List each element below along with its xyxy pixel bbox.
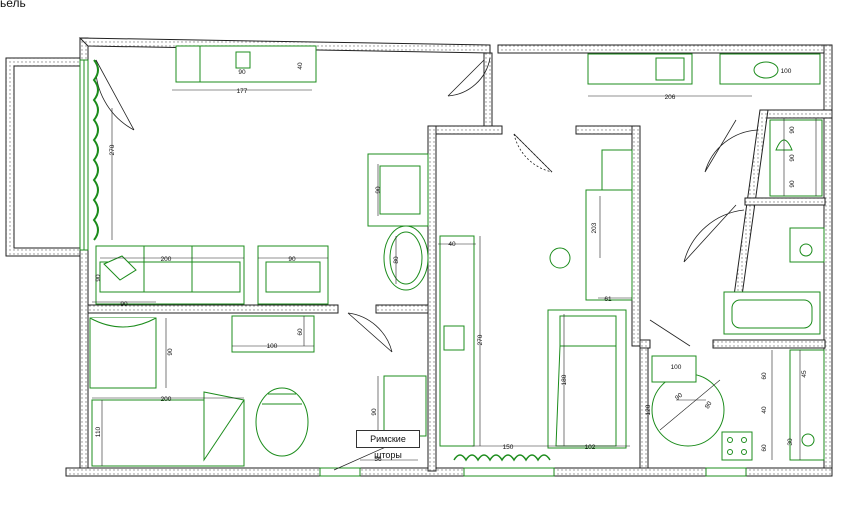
- dim-label: 90: [789, 154, 796, 162]
- kitchen-bath-fixtures: [587, 53, 825, 461]
- dim-label: 90: [95, 274, 102, 282]
- dimension-labels: 90 40 177 206 100 270 90 80 200 90 90 90…: [95, 62, 808, 463]
- dim-label: 90: [288, 256, 296, 263]
- dim-label: 40: [448, 241, 456, 248]
- dim-label: 270: [109, 144, 116, 155]
- dim-label: 40: [761, 406, 768, 414]
- dim-label: 90: [375, 186, 382, 194]
- dim-label: 90: [789, 126, 796, 134]
- doors: [95, 57, 759, 353]
- dim-label: 203: [591, 222, 598, 233]
- dim-label: 60: [761, 372, 768, 380]
- dimension-lines: [92, 89, 817, 466]
- corner-label: ьель: [0, 0, 26, 10]
- dim-label: 120: [645, 404, 652, 415]
- dim-label: 90: [238, 69, 246, 76]
- dim-label: 110: [95, 426, 102, 437]
- dim-label: 80: [393, 256, 400, 264]
- dim-label: 177: [237, 88, 248, 95]
- dim-label: 200: [161, 256, 172, 263]
- dim-label: 100: [781, 68, 792, 75]
- dim-label: 206: [665, 94, 676, 101]
- dim-label: 102: [585, 444, 596, 451]
- living-room-furniture: [92, 45, 429, 305]
- dim-label: 90: [789, 180, 796, 188]
- roman-blinds-callout: Римские шторы: [356, 430, 420, 460]
- dim-label: 60: [297, 328, 304, 336]
- dim-label: 60: [761, 444, 768, 452]
- dim-label: 270: [477, 334, 484, 345]
- dim-label: 100: [671, 364, 682, 371]
- dim-label: 90: [371, 408, 378, 416]
- dim-label: 80: [704, 400, 714, 410]
- dim-label: 90: [167, 348, 174, 356]
- dim-label: 200: [161, 396, 172, 403]
- center-room-furniture: [439, 149, 633, 462]
- dim-label: 61: [604, 296, 612, 303]
- windows: [79, 59, 747, 477]
- dim-label: 180: [561, 374, 568, 385]
- dim-label: 30: [787, 438, 794, 446]
- walls: [5, 37, 833, 477]
- dim-label: 45: [801, 370, 808, 378]
- dim-label: 150: [503, 444, 514, 451]
- dim-label: 90: [120, 301, 128, 308]
- callout-leader: [333, 445, 389, 471]
- dim-label: 56: [374, 456, 382, 463]
- dim-label: 90: [674, 392, 684, 402]
- dim-label: 40: [297, 62, 304, 70]
- dim-label: 100: [267, 343, 278, 350]
